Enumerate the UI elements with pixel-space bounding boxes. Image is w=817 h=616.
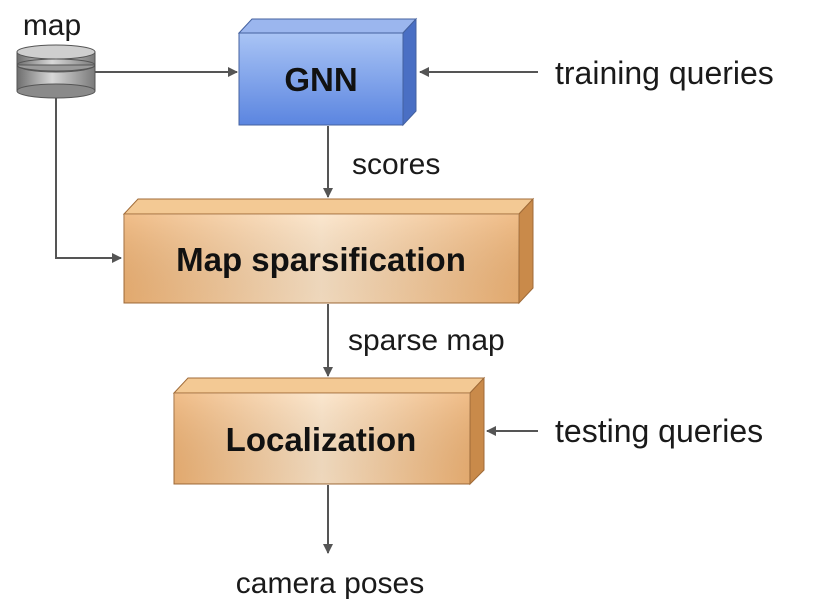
localization-block: Localization: [172, 376, 486, 486]
testing-queries-label: testing queries: [555, 413, 763, 449]
training-queries-label: training queries: [555, 55, 774, 91]
localization-label: Localization: [226, 421, 417, 458]
database-icon: [16, 44, 96, 99]
arrow-map-to-sparsification: [55, 98, 122, 263]
map-sparsification-block: Map sparsification: [122, 197, 535, 305]
sparse-map-label: sparse map: [348, 324, 505, 357]
gnn-block: GNN: [237, 17, 418, 127]
map-sparsification-label: Map sparsification: [176, 241, 466, 278]
map-database: map: [16, 9, 96, 99]
map-label: map: [23, 9, 81, 42]
scores-label: scores: [352, 148, 440, 181]
camera-poses-label: camera poses: [236, 567, 424, 600]
gnn-label: GNN: [284, 61, 357, 98]
